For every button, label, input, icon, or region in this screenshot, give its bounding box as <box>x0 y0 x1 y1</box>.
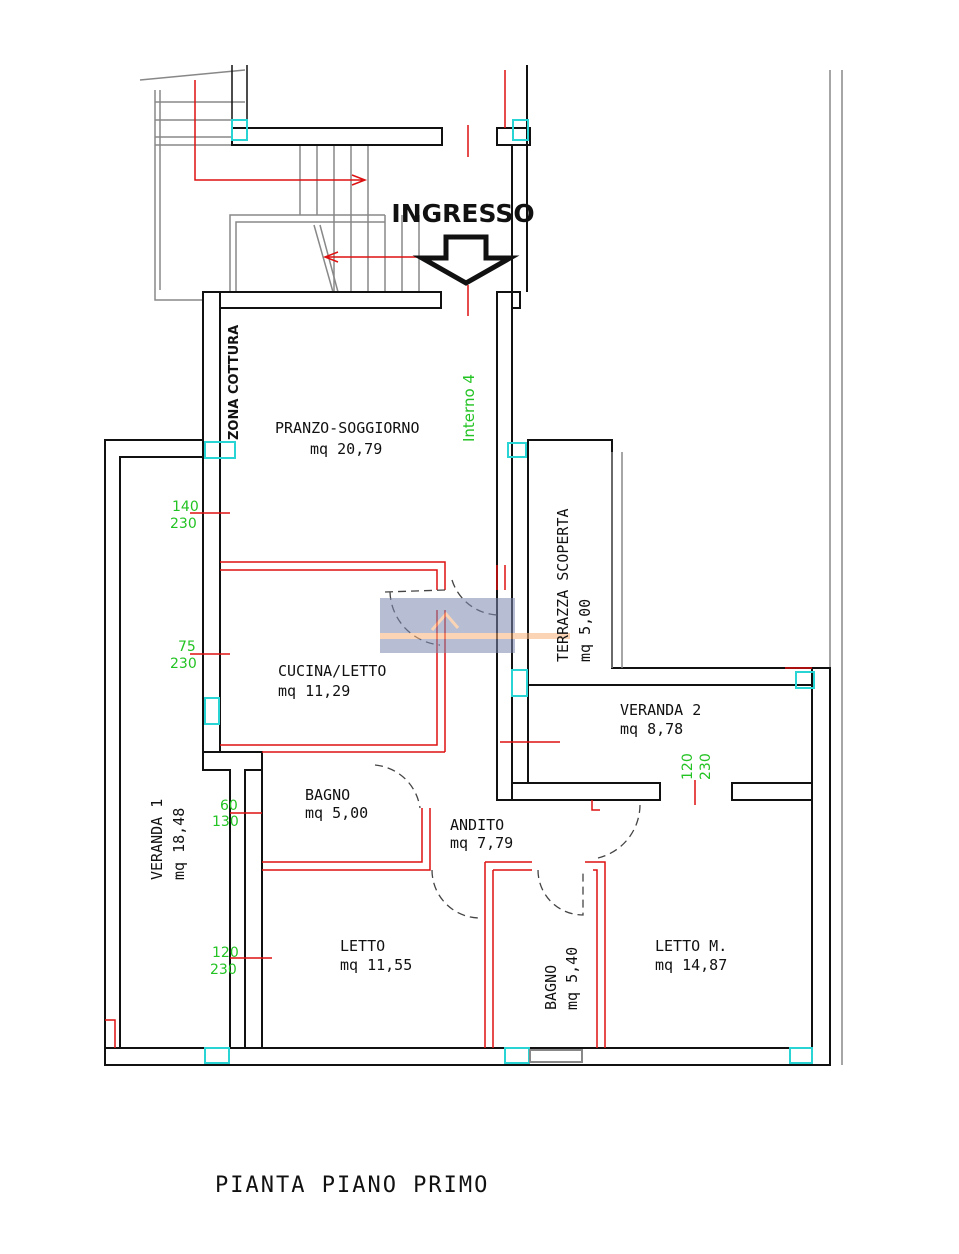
opening-height: 230 <box>170 516 197 532</box>
column-icon <box>795 671 815 689</box>
room-area: mq 8,78 <box>620 720 683 738</box>
column-icon <box>231 119 248 141</box>
columns <box>204 441 815 1064</box>
house-logo-icon <box>430 611 460 631</box>
opening-width: 120 <box>212 945 239 961</box>
opening-height: 130 <box>212 814 239 830</box>
column-icon <box>204 441 236 459</box>
opening-width: 60 <box>220 798 238 814</box>
column-icon <box>204 1047 230 1064</box>
room-area: mq 14,87 <box>655 956 727 974</box>
room-name: VERANDA 2 <box>620 701 701 719</box>
column-icon <box>511 669 528 697</box>
opening-width: 75 <box>178 639 196 655</box>
room-name: CUCINA/LETTO <box>278 662 386 680</box>
watermark <box>380 598 570 653</box>
room-name: PRANZO-SOGGIORNO <box>275 419 420 437</box>
kitchen-zone-label: ZONA COTTURA <box>227 325 242 440</box>
column-icon <box>507 442 527 458</box>
room-area: mq 18,48 <box>170 808 188 880</box>
walls <box>104 285 831 1066</box>
opening-height: 230 <box>210 962 237 978</box>
room-name: LETTO <box>340 937 385 955</box>
room-area: mq 11,55 <box>340 956 412 974</box>
room-area: mq 11,29 <box>278 682 350 700</box>
unit-label: Interno 4 <box>460 374 478 442</box>
room-area: mq 5,40 <box>563 947 581 1010</box>
entrance-label: INGRESSO <box>391 199 534 228</box>
entrance-arrow-icon <box>412 234 520 286</box>
room-area: mq 5,00 <box>576 599 594 662</box>
staircase <box>139 65 531 301</box>
opening-height: 230 <box>170 656 197 672</box>
opening-height: 230 <box>698 753 714 780</box>
room-area: mq 5,00 <box>305 804 368 822</box>
room-name: LETTO M. <box>655 937 727 955</box>
room-name: VERANDA 1 <box>148 799 166 880</box>
column-icon <box>512 119 529 141</box>
column-icon <box>204 697 220 725</box>
room-name: ANDITO <box>450 816 504 834</box>
opening-width: 120 <box>680 753 696 780</box>
room-name: BAGNO <box>542 965 560 1010</box>
room-area: mq 7,79 <box>450 834 513 852</box>
interior-walls <box>105 512 812 1048</box>
opening-width: 140 <box>172 499 199 515</box>
room-area: mq 20,79 <box>310 440 382 458</box>
column-icon <box>789 1047 813 1064</box>
room-name: TERRAZZA SCOPERTA <box>554 508 572 662</box>
plan-title: PIANTA PIANO PRIMO <box>215 1173 489 1198</box>
room-name: BAGNO <box>305 786 350 804</box>
